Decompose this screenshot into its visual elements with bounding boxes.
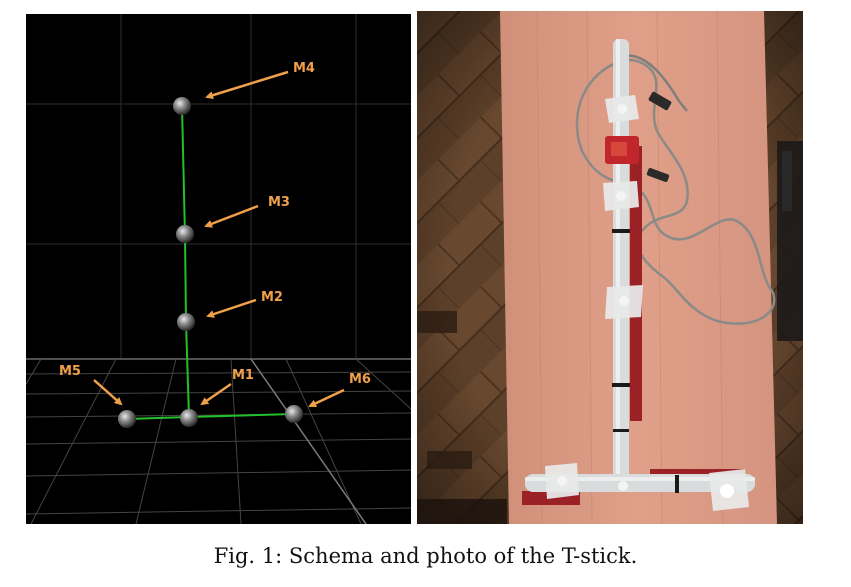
t-stick-lines (126, 105, 295, 420)
grid-background (26, 14, 411, 359)
marker-label-m5: M5 (59, 364, 81, 379)
figure-caption: Fig. 1: Schema and photo of the T-stick. (213, 544, 638, 568)
red-bar-vertical (630, 146, 642, 421)
marker-label-m4: M4 (293, 61, 315, 76)
marker-sphere-m5 (118, 410, 136, 428)
marker-label-m1: M1 (232, 368, 254, 383)
marker-arrows (93, 70, 345, 408)
marker-sphere-m2 (177, 313, 195, 331)
t-stick-photo (417, 11, 803, 524)
t-stick-schema: M4 M3 M2 M1 M5 M6 (26, 14, 411, 524)
marker-label-m6: M6 (349, 372, 371, 387)
marker-label-m3: M3 (268, 195, 290, 210)
photo-canvas (417, 11, 803, 524)
marker-sphere-m4 (173, 97, 191, 115)
grid-floor (26, 358, 411, 524)
marker-sphere-m1 (180, 409, 198, 427)
schema-canvas: M4 M3 M2 M1 M5 M6 (26, 14, 411, 524)
marker-sphere-m3 (176, 225, 194, 243)
marker-label-m2: M2 (261, 290, 283, 305)
marker-sphere-m6 (285, 405, 303, 423)
